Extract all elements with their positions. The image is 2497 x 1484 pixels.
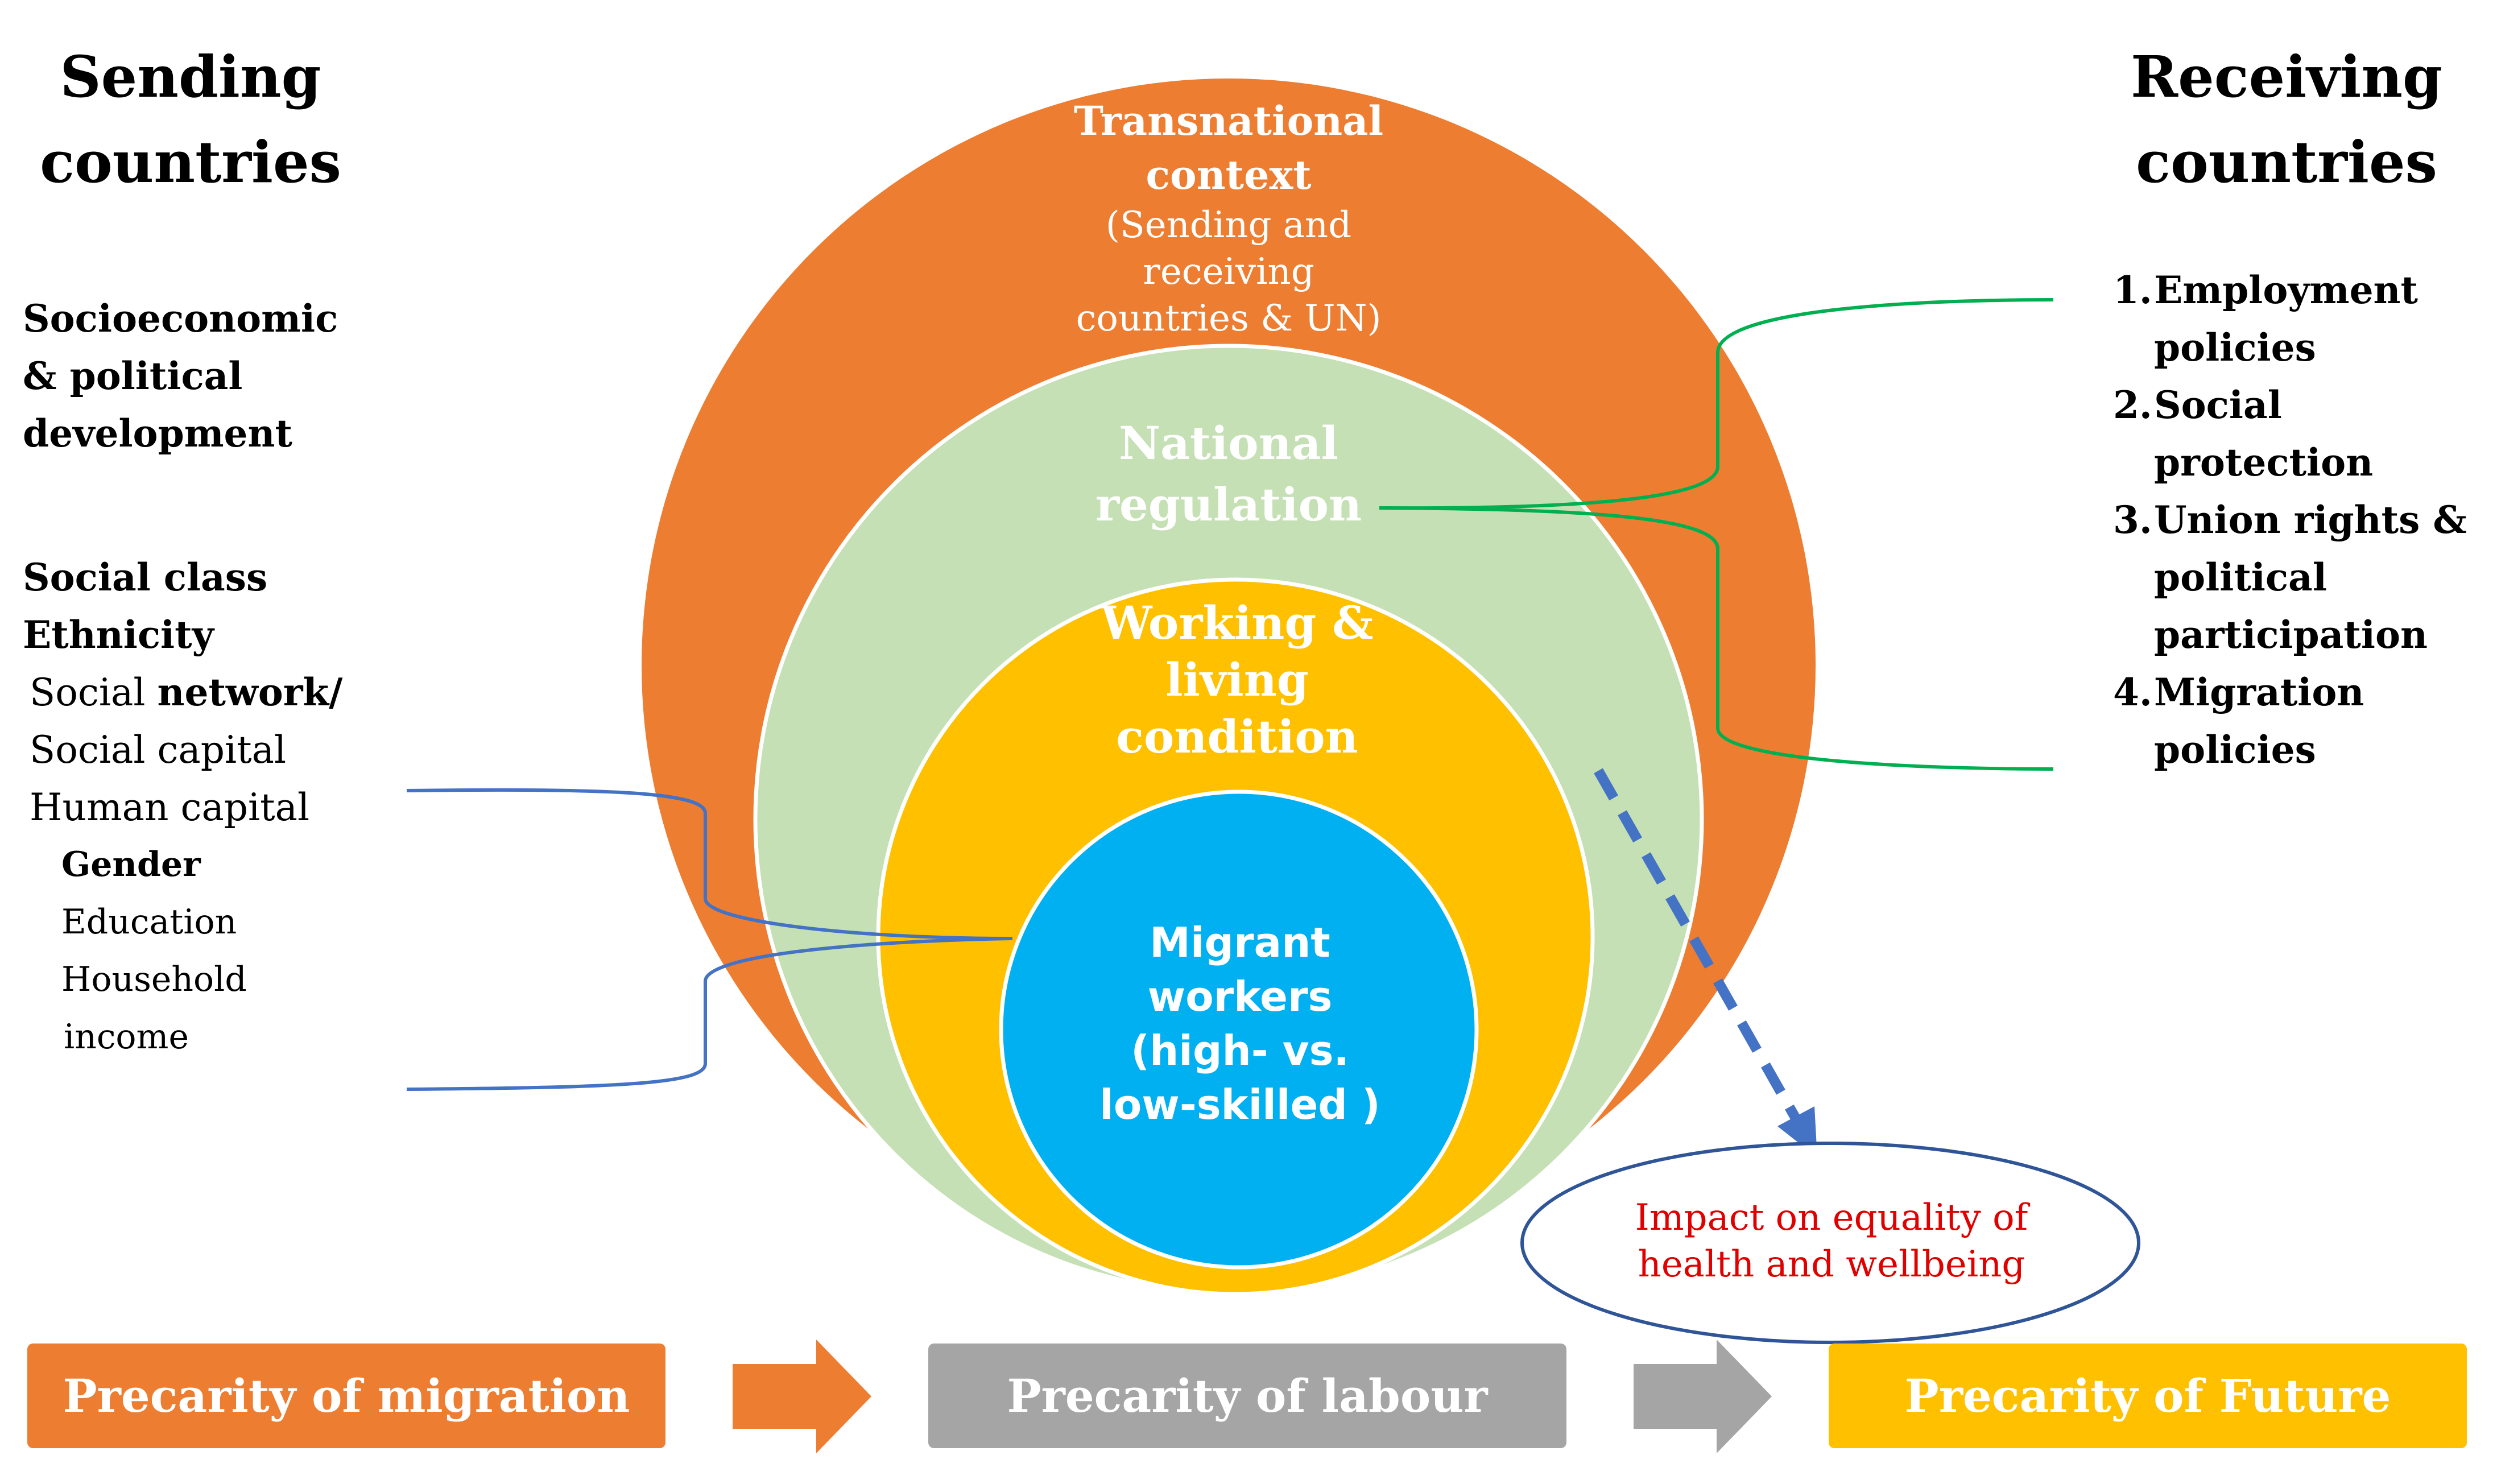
precarity-future-bar: Precarity of Future — [1829, 1344, 2467, 1448]
factor-income: income — [64, 1017, 189, 1057]
policy-3-line1: Union rights & — [2154, 498, 2467, 542]
precarity-migration-bar: Precarity of migration — [27, 1344, 665, 1448]
policy-2-line2: protection — [2154, 440, 2374, 485]
arrow-labour-to-future — [1634, 1340, 1772, 1453]
factor-human-capital: Human capital — [30, 786, 310, 829]
policy-4-line1: Migration — [2154, 670, 2364, 714]
factor-social-network: Social network/ — [23, 664, 342, 721]
receiving-heading-line1: Receiving — [2131, 43, 2442, 110]
migrant-workers-label: Migrant workers (high- vs. low-skilled ) — [1069, 916, 1411, 1132]
factor-household: Household — [61, 960, 247, 999]
factor-development: development — [23, 411, 293, 456]
policy-1: 1.Employment policies — [2113, 262, 2467, 377]
precarity-labour-label: Precarity of labour — [1007, 1369, 1488, 1423]
sending-heading-line1: Sending — [60, 43, 321, 110]
policy-4-num: 4. — [2113, 670, 2152, 714]
impact-ellipse — [1520, 1142, 2140, 1344]
policy-3-line2: political — [2154, 555, 2327, 600]
policy-3-line3: participation — [2154, 613, 2428, 657]
factor-political: & political — [23, 354, 243, 398]
national-title2: regulation — [1095, 478, 1362, 531]
policy-1-line1: Employment — [2154, 268, 2419, 312]
factor-socioeconomic: Socioeconomic — [23, 296, 338, 341]
transnational-context-label: Transnational context (Sending and recei… — [1058, 94, 1399, 342]
factor-social-capital: Social capital — [30, 728, 287, 772]
policy-4: 4.Migration policies — [2113, 664, 2467, 779]
migrant-title1: Migrant — [1150, 919, 1330, 966]
impact-line2: health and wellbeing — [1638, 1243, 2025, 1285]
factor-gender: Gender — [61, 845, 201, 884]
migrant-title4: low-skilled ) — [1099, 1081, 1380, 1128]
sending-factors-group1: Socioeconomic & political development — [23, 290, 338, 462]
working-title2: living — [1165, 653, 1309, 706]
receiving-heading-line2: countries — [2136, 129, 2437, 196]
policy-2-num: 2. — [2113, 383, 2152, 427]
policy-2: 2.Social protection — [2113, 377, 2467, 491]
left-connector-bottom — [406, 937, 1013, 1091]
social-network-prefix: Social — [30, 671, 158, 714]
receiving-countries-heading: Receiving countries — [2116, 34, 2457, 205]
sending-countries-heading: Sending countries — [23, 34, 358, 205]
transnational-sub3: countries & UN) — [1076, 297, 1382, 340]
policy-1-num: 1. — [2113, 268, 2152, 312]
right-connector-top — [1379, 298, 2054, 510]
transnational-title1: Transnational — [1073, 97, 1384, 144]
impact-label: Impact on equality of health and wellbei… — [1547, 1194, 2116, 1288]
transnational-sub2: receiving — [1143, 251, 1314, 293]
precarity-future-label: Precarity of Future — [1904, 1369, 2391, 1423]
factor-ethnicity: Ethnicity — [23, 613, 214, 657]
transnational-title2: context — [1146, 151, 1312, 199]
migrant-title3: (high- vs. — [1131, 1027, 1349, 1074]
right-connector-bottom — [1379, 506, 2054, 771]
national-regulation-label: National regulation — [1058, 412, 1399, 535]
receiving-policies-list: 1.Employment policies 2.Social protectio… — [2113, 262, 2467, 779]
sending-heading-line2: countries — [40, 129, 341, 196]
migrant-workers-circle — [999, 789, 1479, 1270]
working-living-label: Working & living condition — [1058, 594, 1416, 765]
impact-dashed-arrow — [1594, 768, 1805, 1129]
national-title1: National — [1118, 416, 1339, 470]
impact-line1: Impact on equality of — [1635, 1197, 2028, 1239]
factor-social-class: Social class — [23, 555, 268, 600]
working-title1: Working & — [1101, 596, 1374, 650]
left-connector-top — [406, 788, 1013, 940]
precarity-migration-label: Precarity of migration — [63, 1369, 630, 1423]
working-title3: condition — [1116, 710, 1358, 763]
policy-3-num: 3. — [2113, 498, 2152, 542]
precarity-labour-bar: Precarity of labour — [928, 1344, 1566, 1448]
policy-3: 3.Union rights & political participation — [2113, 491, 2467, 664]
social-network-bold: network/ — [157, 670, 343, 714]
policy-2-line1: Social — [2154, 383, 2282, 427]
arrow-migration-to-labour — [733, 1340, 871, 1453]
transnational-sub1: (Sending and — [1105, 204, 1352, 246]
migrant-title2: workers — [1147, 973, 1333, 1020]
policy-1-line2: policies — [2154, 325, 2316, 370]
factor-education: Education — [61, 902, 237, 942]
sending-factors-group2: Social class Ethnicity Social network/ S… — [23, 549, 342, 1066]
policy-4-line2: policies — [2154, 727, 2316, 772]
